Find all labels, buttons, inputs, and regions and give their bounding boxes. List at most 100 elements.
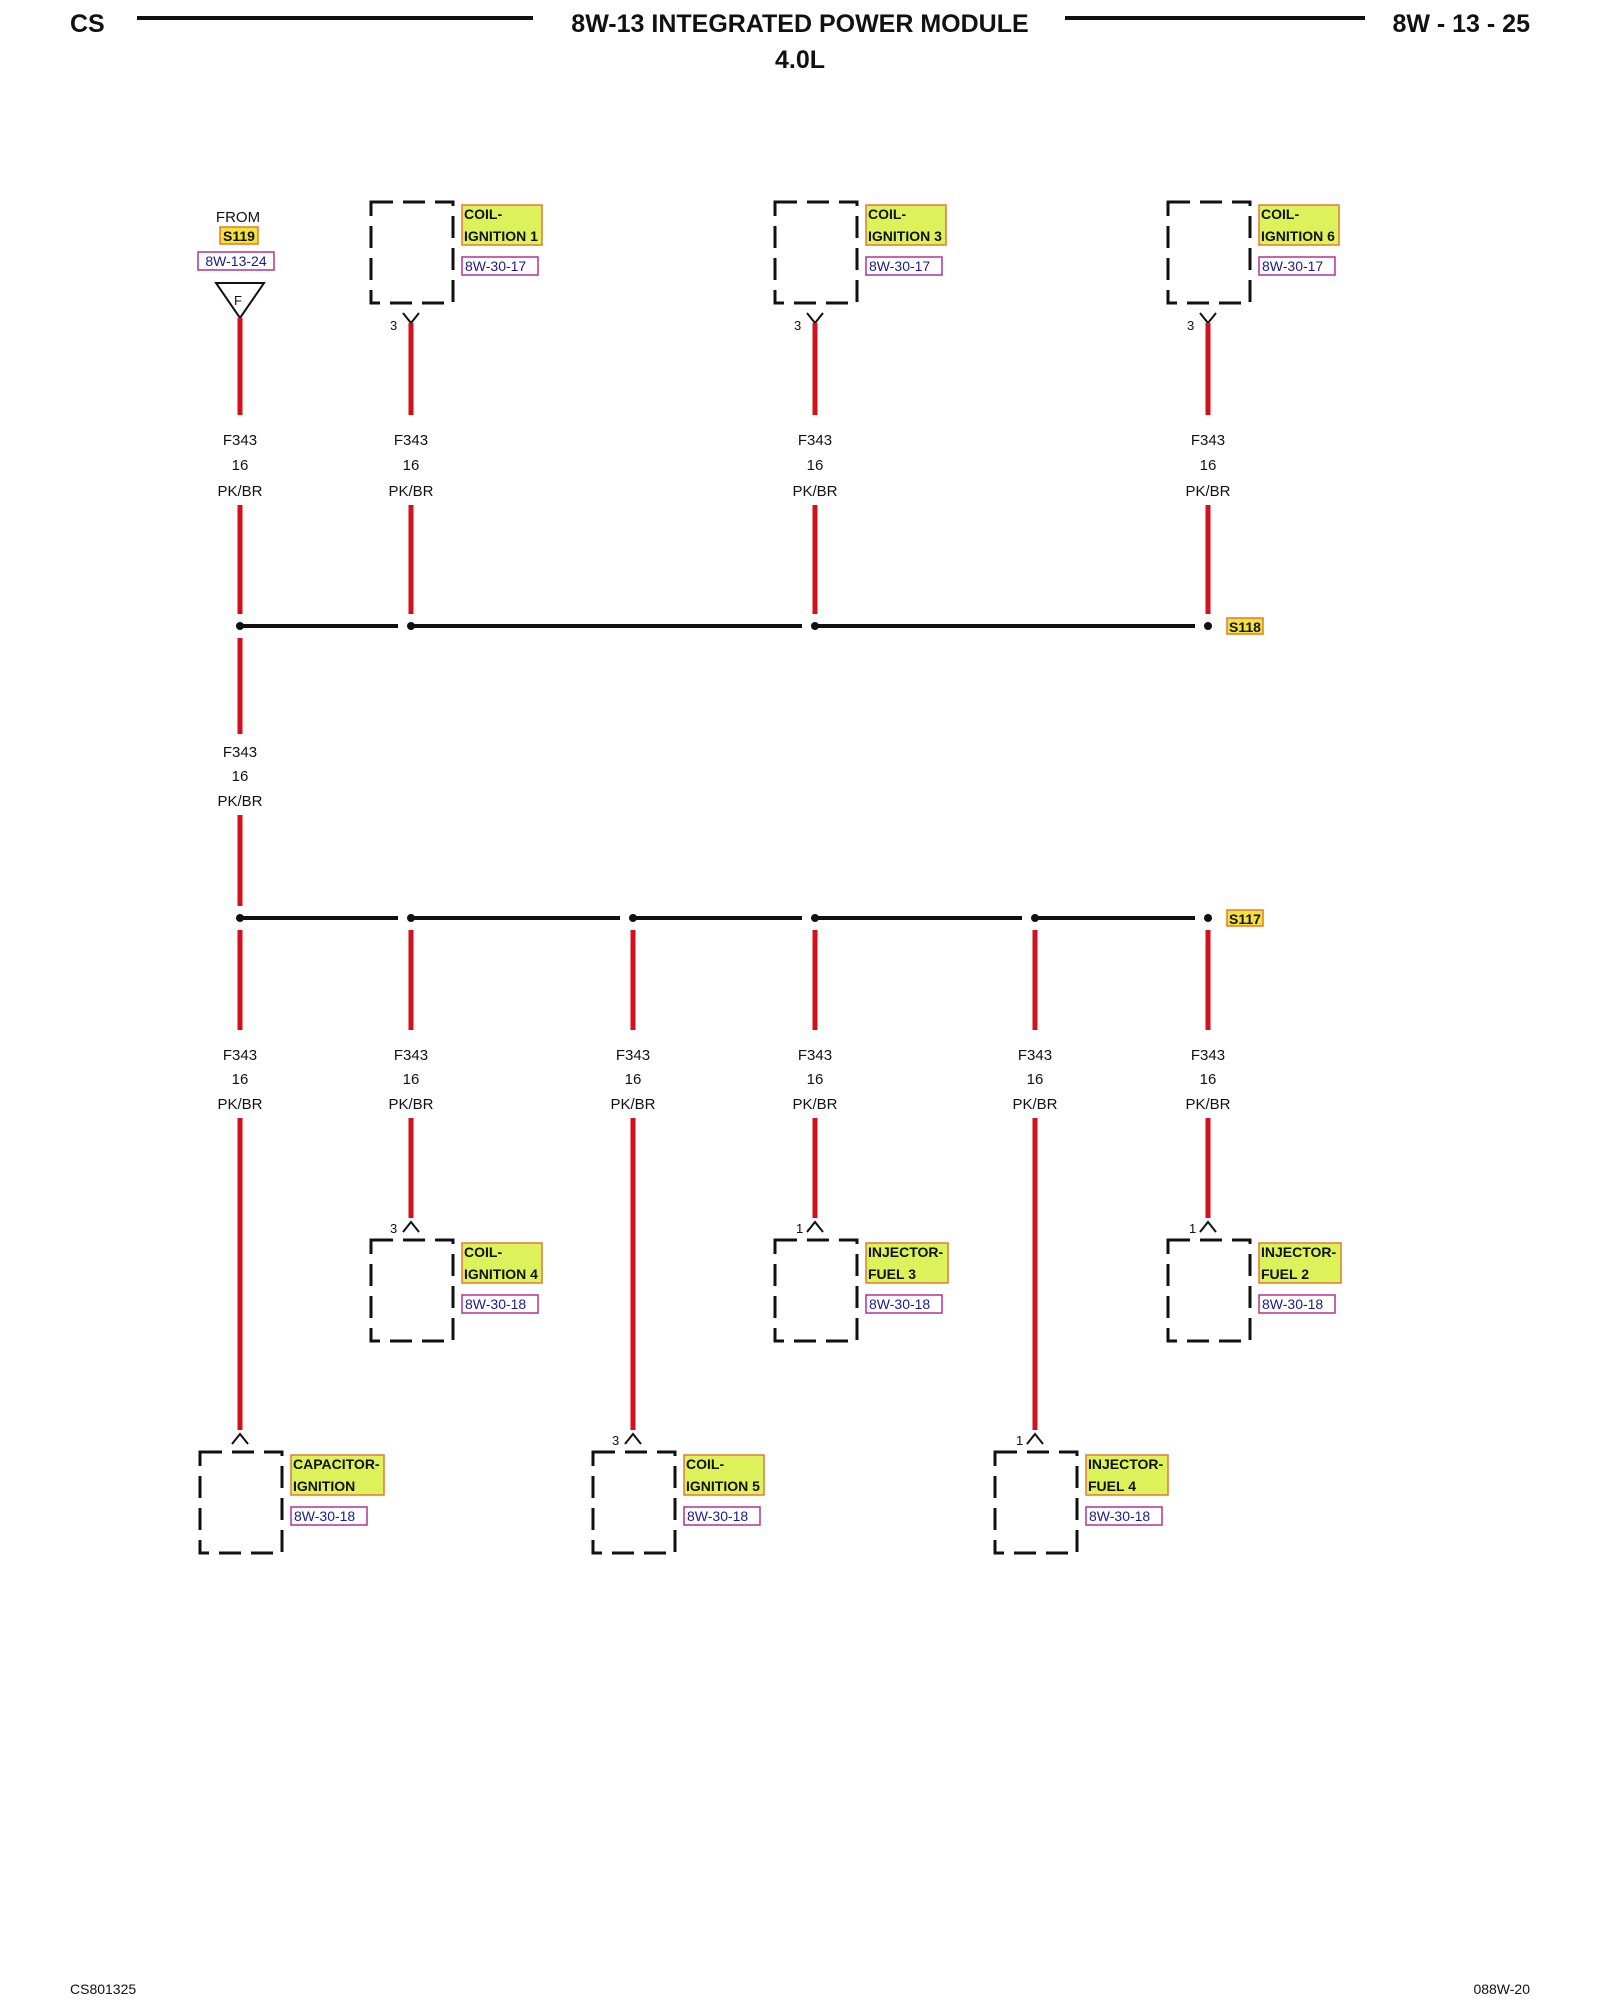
source-connector-letter: F (234, 293, 242, 308)
wire-circuit: F343 (798, 432, 832, 449)
wire-s117-to-injector-fuel-2: F343 16 PK/BR (1185, 930, 1231, 1218)
wire-color: PK/BR (1012, 1096, 1057, 1113)
connector-coil-ignition-3: 3 COIL- IGNITION 3 8W-30-17 (773, 200, 947, 333)
bus-gap (620, 910, 633, 926)
wire-gauge: 16 (625, 1071, 642, 1088)
connector-coil-ignition-5: 3 COIL- IGNITION 5 8W-30-18 (591, 1432, 765, 1555)
wire-gauge: 16 (232, 457, 249, 474)
component-highlight (1085, 1454, 1169, 1496)
wire-color: PK/BR (217, 1096, 262, 1113)
component-highlight (865, 204, 947, 246)
connector-outline (369, 200, 455, 305)
wire-circuit: F343 (223, 432, 257, 449)
component-highlight (865, 1242, 949, 1284)
junction-dot (236, 914, 244, 922)
pin-number: 3 (1187, 318, 1194, 333)
connector-outline (1166, 200, 1252, 305)
connector-coil-ignition-4: 3 COIL- IGNITION 4 8W-30-18 (369, 1220, 543, 1343)
wire-s117-to-capacitor-ignition: F343 16 PK/BR (217, 930, 263, 1430)
junction-dot (811, 622, 819, 630)
wire-gauge: 16 (403, 457, 420, 474)
connector-outline (1166, 1238, 1252, 1343)
component-ref: 8W-30-17 (869, 258, 930, 274)
page-title: 8W-13 INTEGRATED POWER MODULE (571, 10, 1028, 38)
component-highlight (683, 1454, 765, 1496)
connector-outline (591, 1450, 677, 1555)
wire-source-to-s118: F343 16 PK/BR (217, 318, 263, 614)
wire-coil-ignition-3-to-s118: F343 16 PK/BR (792, 323, 838, 614)
footer-right-code: 088W-20 (1473, 1981, 1530, 1997)
connector-injector-fuel-4: 1 INJECTOR- FUEL 4 8W-30-18 (993, 1432, 1169, 1555)
component-ref-box (683, 1506, 761, 1526)
connector-injector-fuel-3: 1 INJECTOR- FUEL 3 8W-30-18 (773, 1220, 949, 1343)
connector-outline (773, 1238, 859, 1343)
connector-injector-fuel-2: 1 INJECTOR- FUEL 2 8W-30-18 (1166, 1220, 1342, 1343)
wire-s117-to-coil-ignition-5: F343 16 PK/BR (610, 930, 656, 1430)
bus-gap (1195, 618, 1208, 634)
component-name-line1: INJECTOR- (868, 1244, 944, 1260)
component-highlight (461, 204, 543, 246)
source-ref-box (197, 251, 275, 271)
bus-gap (802, 618, 815, 634)
component-ref-box (1085, 1506, 1163, 1526)
wire-color: PK/BR (1185, 1096, 1230, 1113)
wire-color: PK/BR (1185, 483, 1230, 500)
wire-s117-to-injector-fuel-3: F343 16 PK/BR (792, 930, 838, 1218)
component-name-line2: IGNITION 1 (464, 228, 538, 244)
connector-outline (773, 200, 859, 305)
wire-circuit: F343 (223, 1047, 257, 1064)
source-connector-triangle (214, 282, 266, 320)
wire-circuit: F343 (223, 744, 257, 761)
wire-color: PK/BR (610, 1096, 655, 1113)
pin-number: 3 (390, 1221, 397, 1236)
component-highlight (461, 1242, 543, 1284)
wire-circuit: F343 (1191, 432, 1225, 449)
wire-color: PK/BR (792, 1096, 837, 1113)
page-number: 8W - 13 - 25 (1392, 10, 1530, 38)
splice-s118: S118 (240, 617, 1264, 635)
source-from-label: FROM (216, 209, 260, 226)
component-ref-box (1258, 1294, 1336, 1314)
component-ref-box (461, 1294, 539, 1314)
splice-highlight (1226, 909, 1264, 927)
pin-terminal (1026, 1432, 1044, 1445)
connector-outline (198, 1450, 284, 1555)
component-name-line2: FUEL 2 (1261, 1266, 1309, 1282)
component-highlight (290, 1454, 385, 1496)
connector-coil-ignition-1: 3 COIL- IGNITION 1 8W-30-17 (369, 200, 543, 333)
pin-terminal (1199, 1220, 1217, 1233)
wire-coil-ignition-6-to-s118: F343 16 PK/BR (1185, 323, 1231, 614)
wire-gauge: 16 (1200, 457, 1217, 474)
component-ref-box (1258, 256, 1336, 276)
component-highlight (1258, 1242, 1342, 1284)
wire-color: PK/BR (792, 483, 837, 500)
splice-s117: S117 (240, 909, 1264, 927)
pin-terminal (624, 1432, 642, 1445)
component-ref-box (461, 256, 539, 276)
component-ref: 8W-30-18 (869, 1296, 930, 1312)
component-name-line2: FUEL 3 (868, 1266, 916, 1282)
pin-terminal (1199, 312, 1217, 325)
pin-number: 1 (796, 1221, 803, 1236)
junction-dot (236, 622, 244, 630)
wire-s117-to-coil-ignition-4: F343 16 PK/BR (388, 930, 434, 1218)
pin-terminal (806, 312, 824, 325)
component-name-line2: IGNITION 3 (868, 228, 942, 244)
wire-color: PK/BR (217, 793, 262, 810)
wire-circuit: F343 (1018, 1047, 1052, 1064)
component-ref: 8W-30-18 (1262, 1296, 1323, 1312)
component-name-line2: IGNITION 5 (686, 1478, 760, 1494)
pin-number: 3 (390, 318, 397, 333)
wire-coil-ignition-1-to-s118: F343 16 PK/BR (388, 323, 434, 614)
component-ref: 8W-30-17 (465, 258, 526, 274)
component-name-line2: IGNITION 6 (1261, 228, 1335, 244)
junction-dot (811, 914, 819, 922)
wire-color: PK/BR (388, 1096, 433, 1113)
connector-coil-ignition-6: 3 COIL- IGNITION 6 8W-30-17 (1166, 200, 1340, 333)
splice-highlight (1226, 617, 1264, 635)
component-ref: 8W-30-18 (1089, 1508, 1150, 1524)
footer-left-code: CS801325 (70, 1981, 136, 1997)
splice-label: S117 (1229, 911, 1261, 927)
junction-dot (629, 914, 637, 922)
